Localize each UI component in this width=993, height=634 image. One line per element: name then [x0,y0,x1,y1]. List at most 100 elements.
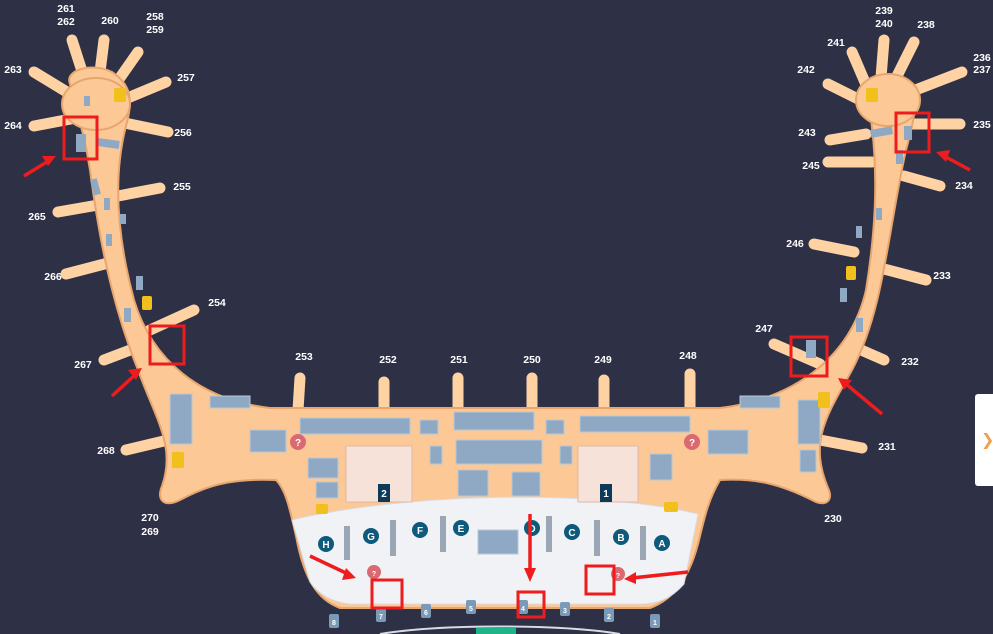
svg-text:256: 256 [174,127,192,139]
svg-text:270: 270 [141,512,159,524]
zone-g [363,528,379,544]
zone-a [654,535,670,551]
svg-text:265: 265 [28,211,46,223]
zone-b [613,529,629,545]
elevator-icon [142,296,152,310]
svg-text:231: 231 [878,441,896,453]
svg-text:267: 267 [74,359,92,371]
door-2 [604,608,614,622]
door-8 [329,614,339,628]
highlight-boxes [62,111,931,619]
bottom-doors[interactable]: 8 7 6 5 4 3 2 1 [329,600,660,628]
svg-text:235: 235 [973,119,991,131]
elevator-icon [172,452,184,468]
svg-text:240: 240 [875,18,893,30]
svg-text:G: G [367,532,375,543]
right-pier-hub [855,73,921,127]
svg-text:237: 237 [973,64,991,76]
svg-text:8: 8 [332,620,336,627]
side-panel-tab[interactable]: ❯ [975,394,993,486]
svg-text:E: E [458,524,465,535]
chevron-right-icon: ❯ [981,430,993,449]
highlight-box [516,590,546,619]
svg-text:243: 243 [798,127,816,139]
door-4 [518,600,528,614]
door-6 [421,604,431,618]
svg-text:254: 254 [208,297,226,309]
door-7 [376,608,386,622]
floor-marker-1 [600,484,612,502]
svg-text:7: 7 [379,614,383,621]
svg-text:248: 248 [679,350,697,362]
svg-text:236: 236 [973,52,991,64]
svg-text:?: ? [372,571,376,578]
svg-text:258: 258 [146,11,164,23]
curb-line [379,625,621,634]
svg-text:266: 266 [44,271,62,283]
svg-text:245: 245 [802,160,820,172]
svg-text:233: 233 [933,270,951,282]
svg-text:C: C [568,528,575,539]
svg-text:246: 246 [786,238,804,250]
svg-text:260: 260 [101,15,119,27]
highlight-box [148,324,186,366]
info-icons[interactable]: ? ? ? ? [290,434,700,581]
info-icon [290,434,306,450]
svg-text:3: 3 [563,608,567,615]
svg-text:232: 232 [901,356,919,368]
svg-text:6: 6 [424,610,428,617]
svg-text:261: 261 [57,3,75,15]
svg-text:252: 252 [379,354,397,366]
elevator-icon [114,88,126,102]
center-pier-spokes [292,368,696,416]
svg-text:H: H [322,540,329,551]
door-3 [560,602,570,616]
svg-text:257: 257 [177,72,195,84]
svg-text:251: 251 [450,354,468,366]
left-pier-shops [76,96,143,322]
svg-text:268: 268 [97,445,115,457]
elevator-icon [818,392,830,408]
svg-text:?: ? [295,438,301,449]
svg-text:F: F [417,526,423,537]
svg-text:262: 262 [57,16,75,28]
zone-f [412,522,428,538]
right-pier-shops [806,126,912,358]
svg-text:247: 247 [755,323,773,335]
floor-marker-2 [378,484,390,502]
svg-text:2: 2 [607,614,611,621]
svg-text:5: 5 [469,606,473,613]
svg-text:A: A [658,539,665,550]
zone-e [453,520,469,536]
svg-text:D: D [528,524,535,535]
terminal-building [68,66,916,609]
highlight-box [789,335,829,378]
svg-text:1: 1 [653,620,657,627]
zone-d [524,520,540,536]
gate-labels-left: 261 262 260 258 259 257 263 264 256 255 … [4,3,226,538]
svg-text:4: 4 [521,606,525,613]
svg-text:239: 239 [875,5,893,17]
svg-text:269: 269 [141,526,159,538]
gate-labels-right: 239 240 238 241 236 237 242 235 243 245 … [755,5,991,525]
svg-text:230: 230 [824,513,842,525]
checkin-zones[interactable]: H G F E D C B A [318,520,670,552]
svg-text:B: B [617,533,624,544]
elevator-icon [316,504,328,514]
svg-text:264: 264 [4,120,22,132]
svg-text:255: 255 [173,181,191,193]
info-icon [367,565,381,579]
svg-text:250: 250 [523,354,541,366]
svg-text:2: 2 [381,489,387,500]
door-5 [466,600,476,614]
elevator-icon [866,88,878,102]
svg-text:1: 1 [603,489,609,500]
info-icon [684,434,700,450]
highlight-box [584,564,616,596]
svg-text:263: 263 [4,64,22,76]
elevator-icon [846,266,856,280]
zone-h [318,536,334,552]
highlight-arrows [23,150,971,584]
svg-text:241: 241 [827,37,845,49]
